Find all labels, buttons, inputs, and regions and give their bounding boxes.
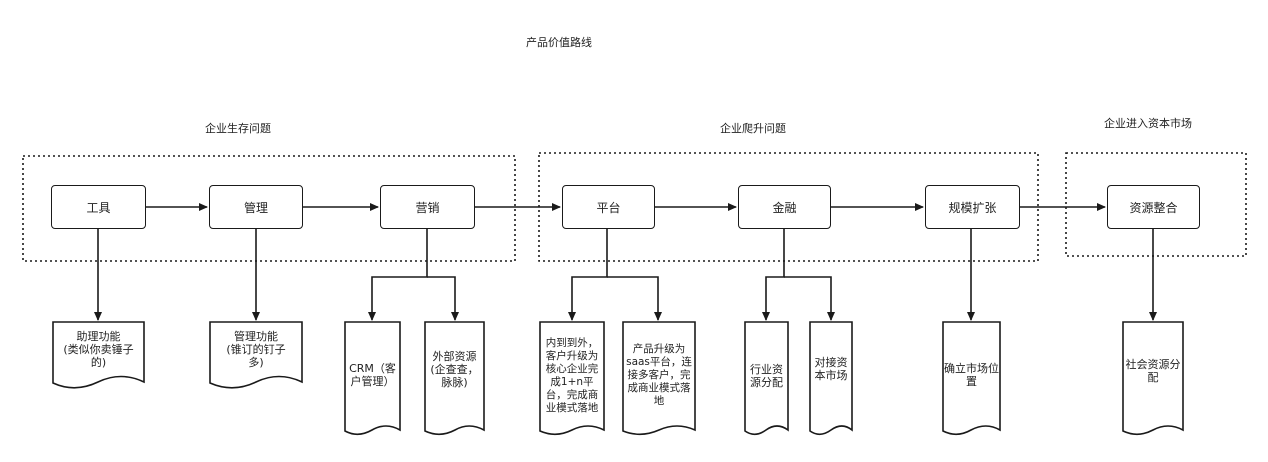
doc-shape-2 [209, 321, 303, 389]
doc-text-4: 外部资源(企查查，脉脉) [430, 350, 479, 389]
diagram-title: 产品价值路线 [526, 36, 592, 49]
doc-shape-1 [52, 321, 145, 389]
connector-finance-split [762, 229, 785, 321]
connector-platform-split [568, 229, 608, 321]
doc-shape-4 [424, 321, 485, 436]
node-expand: 规模扩张 [925, 185, 1020, 229]
doc-shape-6 [622, 321, 696, 436]
connector-marketing-split [368, 229, 428, 321]
doc-text-9: 确立市场位置 [944, 362, 999, 388]
node-marketing: 营销 [380, 185, 475, 229]
doc-text-3: CRM（客户管理） [349, 362, 396, 388]
node-platform: 平台 [562, 185, 655, 229]
doc-text-10: 社会资源分配 [1125, 358, 1181, 384]
node-tool: 工具 [51, 185, 146, 229]
doc-shape-9 [942, 321, 1001, 436]
group-label-climb: 企业爬升问题 [720, 122, 786, 135]
node-manage: 管理 [209, 185, 303, 229]
connector-finance-split-2 [784, 276, 835, 321]
doc-text-7: 行业资源分配 [750, 363, 783, 389]
node-resource: 资源整合 [1107, 185, 1200, 229]
doc-shape-10 [1122, 321, 1184, 436]
doc-shape-5 [539, 321, 605, 436]
group-box-capital [1065, 152, 1247, 257]
doc-text-5: 内到到外，客户升级为核心企业完 成1+n平台，完成商业模式落地 [545, 337, 599, 414]
node-finance: 金融 [738, 185, 831, 229]
doc-text-2: 管理功能(锥订的钉子多) [226, 330, 286, 369]
doc-text-1: 助理功能(类似你卖锤子的) [63, 330, 134, 369]
group-label-survival: 企业生存问题 [205, 122, 271, 135]
connector-marketing-split-2 [427, 276, 459, 321]
doc-shape-8 [809, 321, 853, 436]
group-label-capital: 企业进入资本市场 [1104, 117, 1192, 130]
connector-platform-split-2 [607, 276, 662, 321]
group-box-survival [22, 155, 516, 262]
doc-shape-7 [744, 321, 789, 436]
doc-text-8: 对接资本市场 [814, 356, 848, 382]
doc-shape-3 [344, 321, 401, 436]
